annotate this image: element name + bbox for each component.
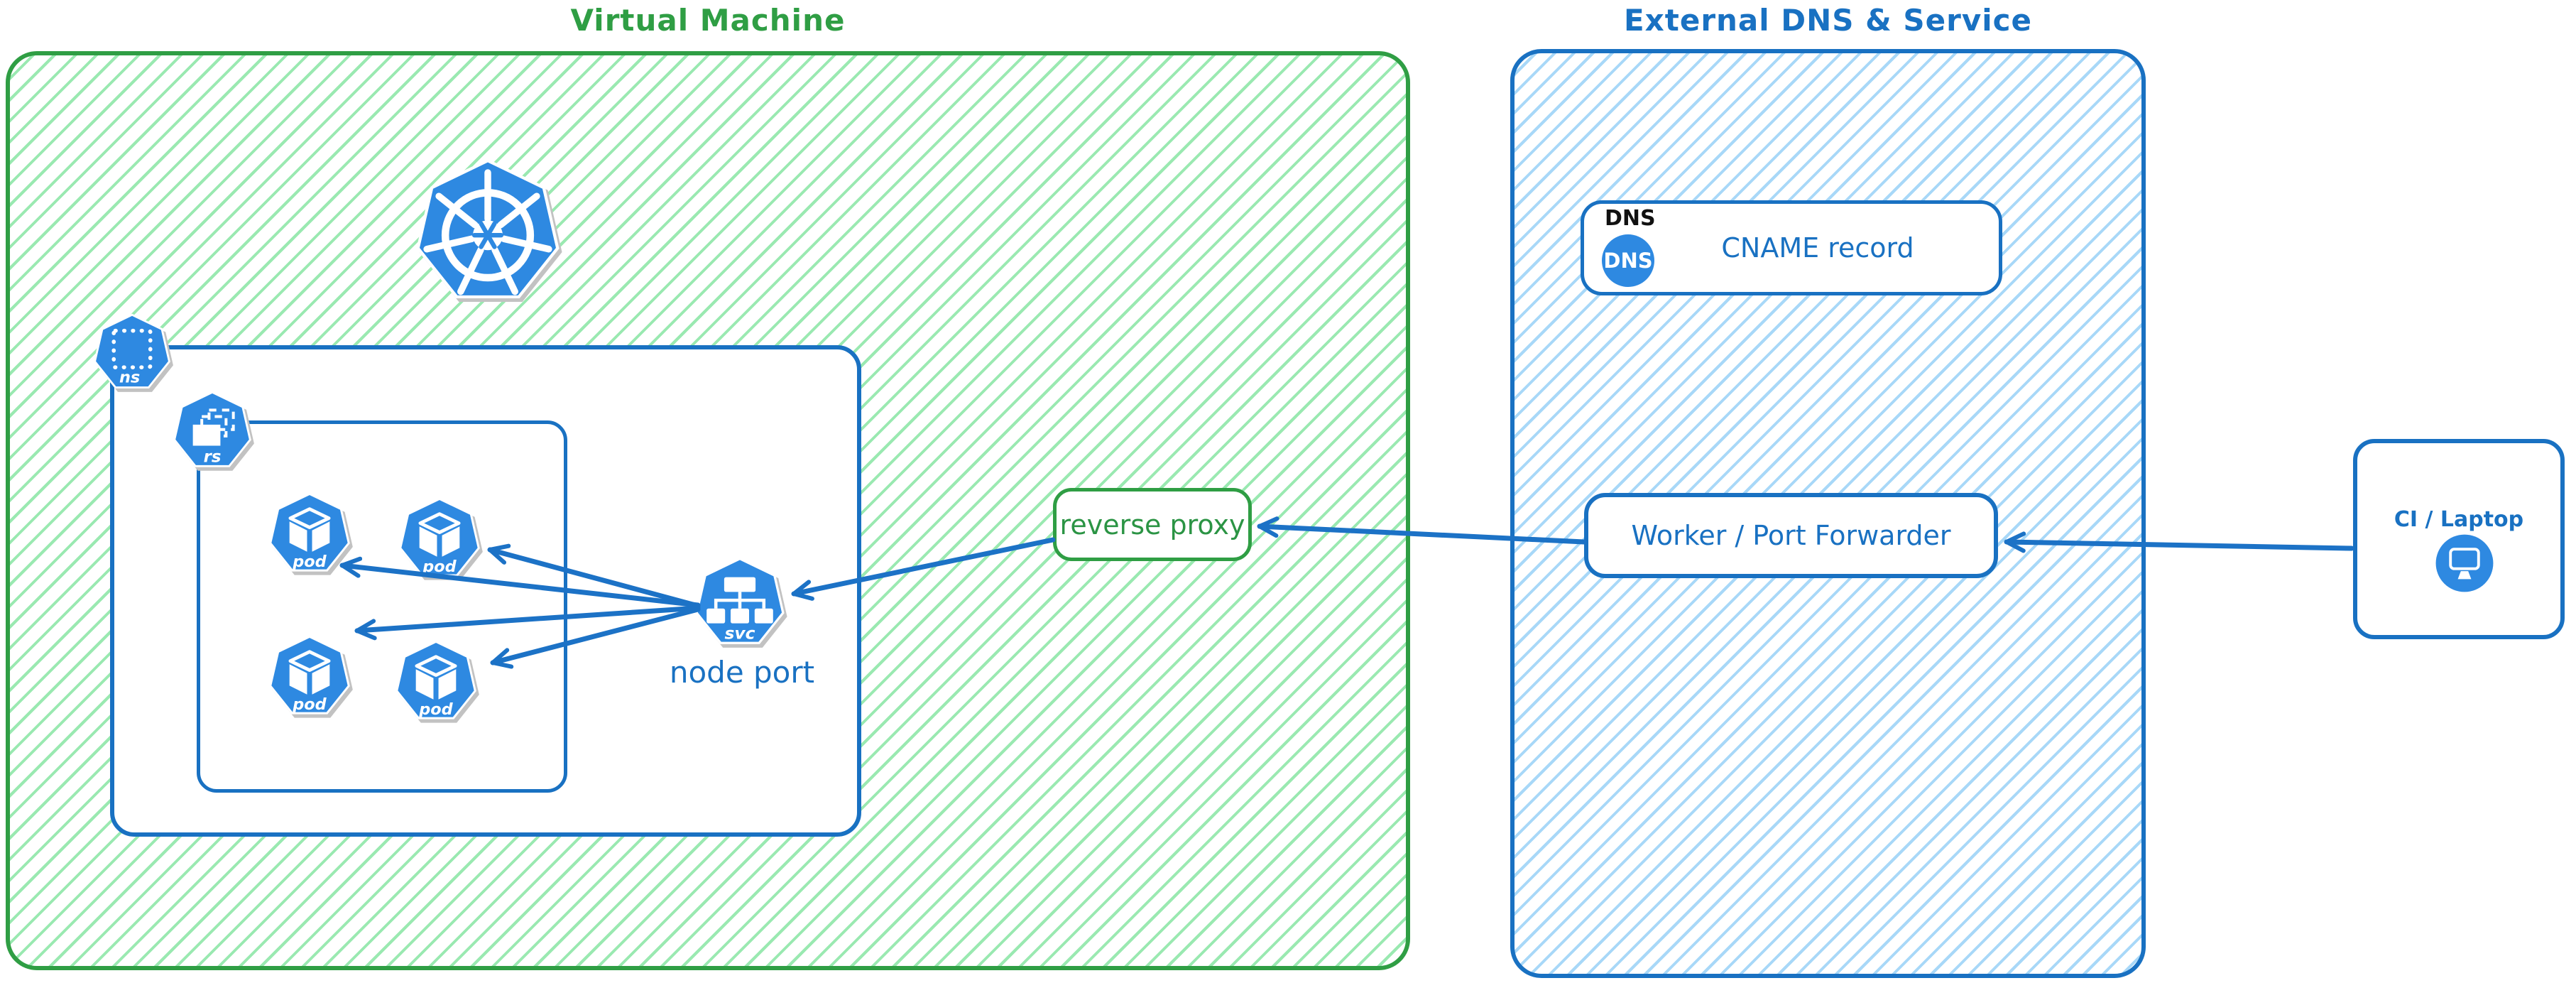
- service-icon-label: svc: [724, 624, 755, 643]
- pod-icon-label: pod: [422, 558, 457, 576]
- namespace-icon: ns: [94, 313, 170, 389]
- ci-laptop-label: CI / Laptop: [2394, 507, 2524, 532]
- monitor-icon: [2434, 533, 2495, 594]
- vm-group-title: Virtual Machine: [570, 3, 846, 38]
- pod-icon: pod: [269, 492, 350, 572]
- pod-icon-label: pod: [292, 695, 327, 714]
- node-port-caption: node port: [669, 655, 815, 690]
- dns-icon: DNS: [1602, 234, 1654, 287]
- pod-icon-label: pod: [292, 553, 327, 571]
- cname-record-label: CNAME record: [1721, 232, 1914, 264]
- pod-icon: pod: [269, 635, 350, 715]
- kubernetes-logo-icon: [413, 158, 562, 307]
- pod-icon: pod: [395, 640, 476, 719]
- dns-caption: DNS: [1605, 206, 1656, 231]
- reverse-proxy-node: reverse proxy: [1053, 488, 1252, 561]
- reverse-proxy-label: reverse proxy: [1059, 509, 1245, 541]
- replicaset-icon: rs: [173, 391, 251, 467]
- pod-icon-label: pod: [418, 700, 453, 719]
- replicaset-box: [197, 420, 567, 793]
- pod-icon: pod: [399, 497, 480, 577]
- dns-icon-label: DNS: [1603, 249, 1653, 273]
- worker-port-forwarder-node: Worker / Port Forwarder: [1584, 493, 1998, 578]
- namespace-icon-label: ns: [119, 368, 140, 386]
- external-group-title: External DNS & Service: [1623, 3, 2033, 38]
- replicaset-icon-label: rs: [204, 447, 222, 466]
- worker-port-forwarder-label: Worker / Port Forwarder: [1631, 520, 1951, 551]
- service-icon: svc: [695, 557, 785, 644]
